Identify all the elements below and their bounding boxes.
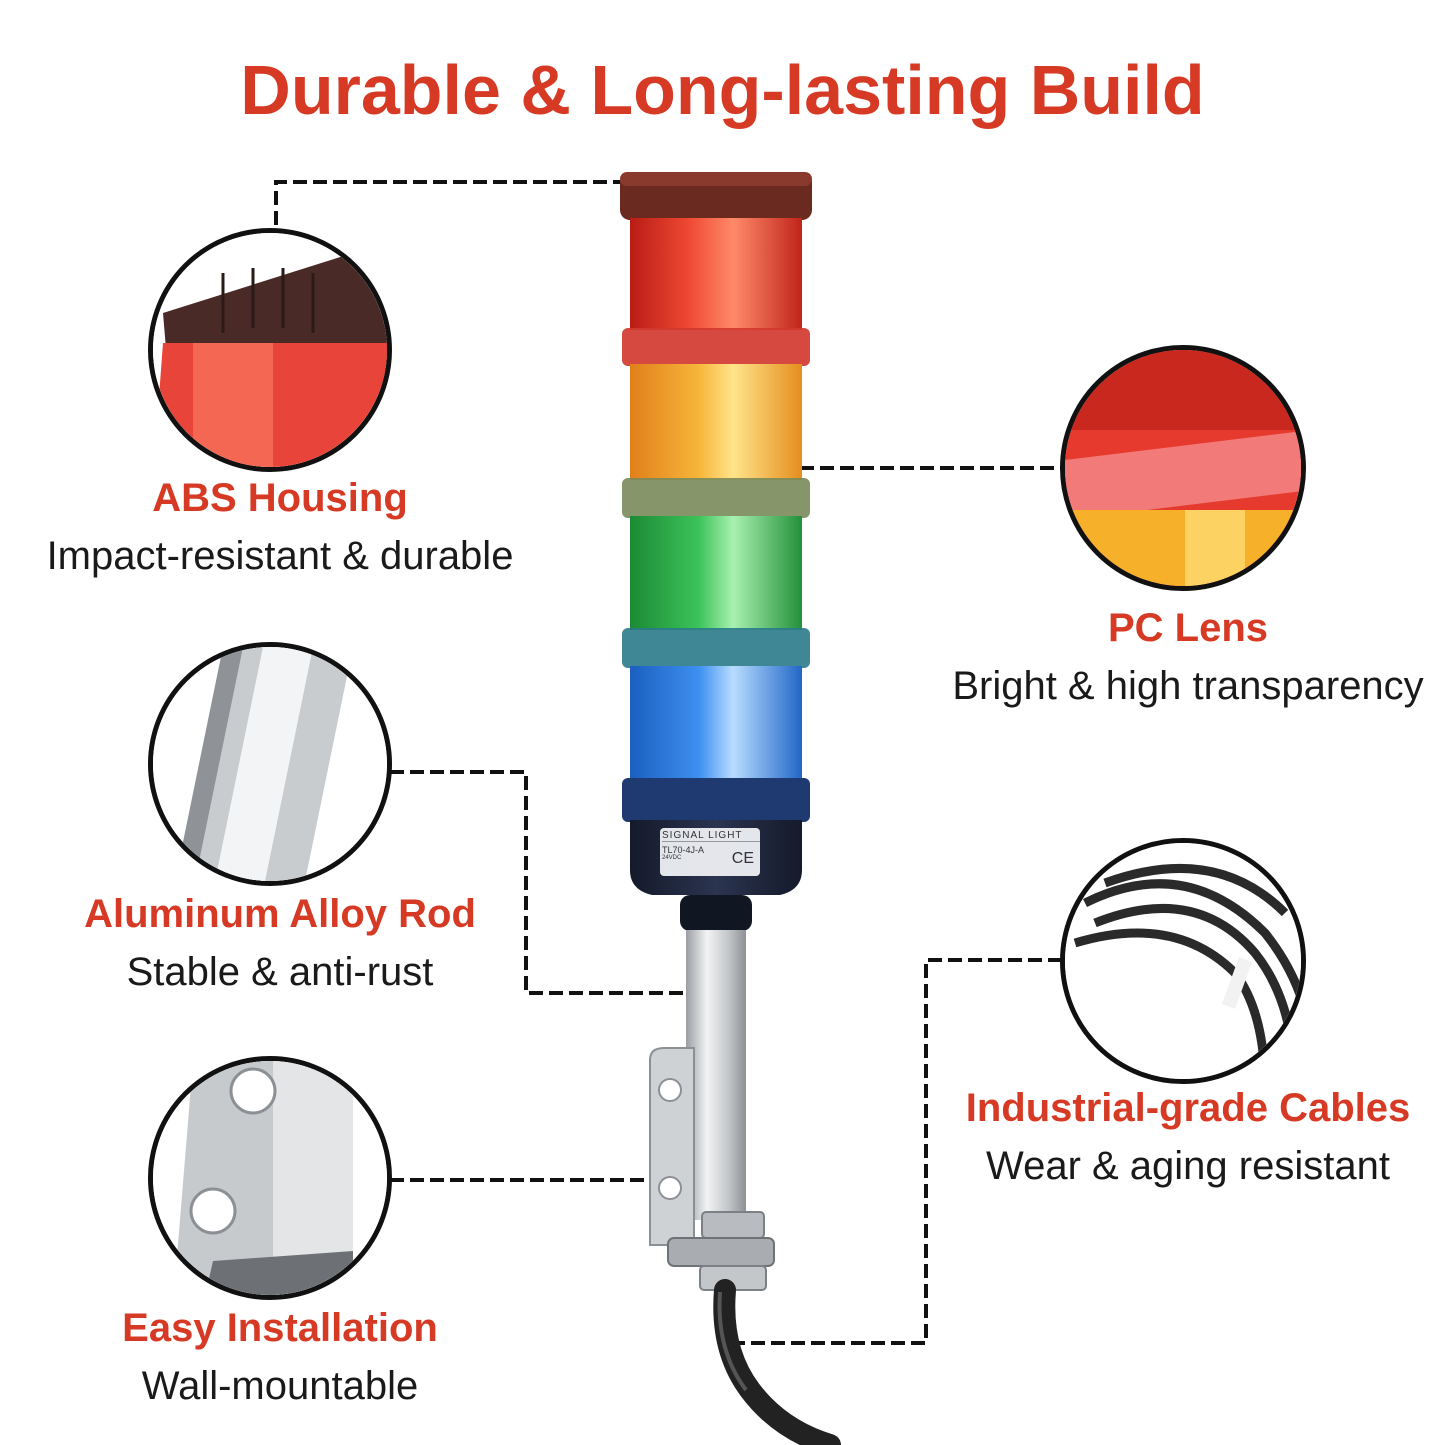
feature-description: Stable & anti-rust: [126, 950, 434, 994]
ce-mark: CE: [731, 850, 754, 867]
feature-description: Wall-mountable: [141, 1364, 419, 1408]
feature-title: Industrial-grade Cables: [965, 1086, 1411, 1130]
feature-title: ABS Housing: [152, 476, 408, 520]
feature-title: Aluminum Alloy Rod: [84, 892, 476, 936]
lens-closeup-icon: [1060, 345, 1306, 591]
feature-easy-installation: Easy Installation Wall-mountable: [20, 1304, 540, 1414]
page-title: Durable & Long-lasting Build: [240, 51, 1205, 129]
feature-pc-lens: PC Lens Bright & high transparency: [940, 604, 1436, 714]
label-line-3: 24VDC: [662, 855, 682, 861]
bracket-closeup-icon: [148, 1056, 392, 1300]
feature-abs-housing: ABS Housing Impact-resistant & durable: [20, 474, 540, 584]
feature-industrial-cables: Industrial-grade Cables Wear & aging res…: [940, 1084, 1436, 1194]
label-line-2: TL70-4J-A: [662, 845, 705, 855]
feature-title: Easy Installation: [122, 1306, 438, 1350]
label-line-1: SIGNAL LIGHT: [662, 830, 760, 842]
product-label: SIGNAL LIGHT TL70-4J-A 24VDC CE: [662, 830, 760, 867]
cap-closeup-icon: [148, 228, 392, 472]
feature-description: Impact-resistant & durable: [46, 534, 514, 578]
feature-title: PC Lens: [1107, 606, 1269, 650]
feature-description: Bright & high transparency: [952, 664, 1424, 708]
cable-closeup-icon: [1060, 838, 1306, 1084]
feature-aluminum-rod: Aluminum Alloy Rod Stable & anti-rust: [20, 890, 540, 1000]
rod-closeup-icon: [148, 642, 392, 886]
feature-description: Wear & aging resistant: [986, 1144, 1390, 1188]
